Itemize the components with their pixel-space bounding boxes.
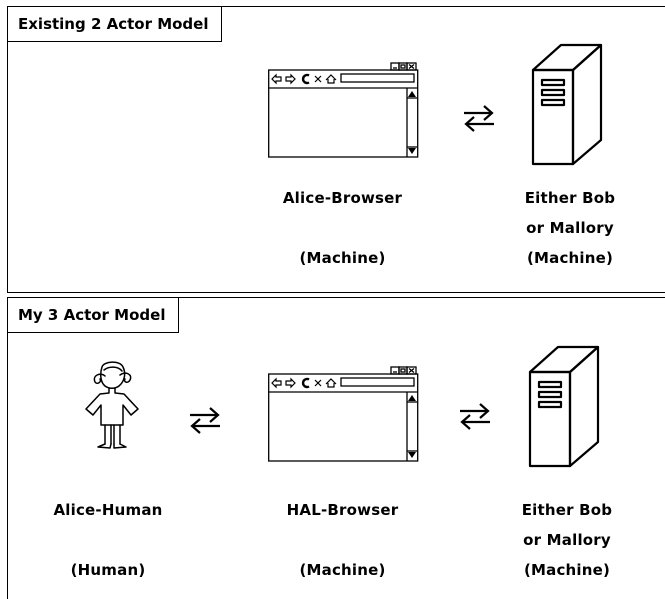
- server-label-line2: or Mallory: [526, 219, 614, 237]
- server-type: (Machine): [526, 249, 614, 267]
- server-tower-icon: [528, 345, 600, 468]
- server-type: (Machine): [523, 561, 611, 579]
- existing-model-panel: Existing 2 Actor Model: [7, 6, 665, 293]
- browser-window-icon: [268, 62, 419, 158]
- my-model-panel: My 3 Actor Model: [7, 297, 665, 599]
- server-tower-icon: [531, 43, 603, 166]
- hal-browser-label: HAL-Browser: [286, 501, 399, 519]
- bidirectional-arrows-icon: [464, 105, 494, 132]
- server-label-line2: or Mallory: [523, 531, 611, 549]
- server-label-line1: Either Bob: [521, 501, 613, 519]
- bidirectional-arrows-icon: [190, 407, 220, 434]
- existing-model-title: Existing 2 Actor Model: [7, 6, 223, 42]
- browser-window-icon: [268, 366, 419, 462]
- alice-human-type: (Human): [70, 561, 146, 579]
- alice-browser-type: (Machine): [299, 249, 386, 267]
- person-icon: [85, 361, 139, 449]
- alice-human-label: Alice-Human: [53, 501, 163, 519]
- alice-browser-label: Alice-Browser: [282, 189, 403, 207]
- server-label-line1: Either Bob: [524, 189, 616, 207]
- hal-browser-type: (Machine): [299, 561, 386, 579]
- bidirectional-arrows-icon: [460, 403, 490, 430]
- my-model-title: My 3 Actor Model: [7, 297, 180, 333]
